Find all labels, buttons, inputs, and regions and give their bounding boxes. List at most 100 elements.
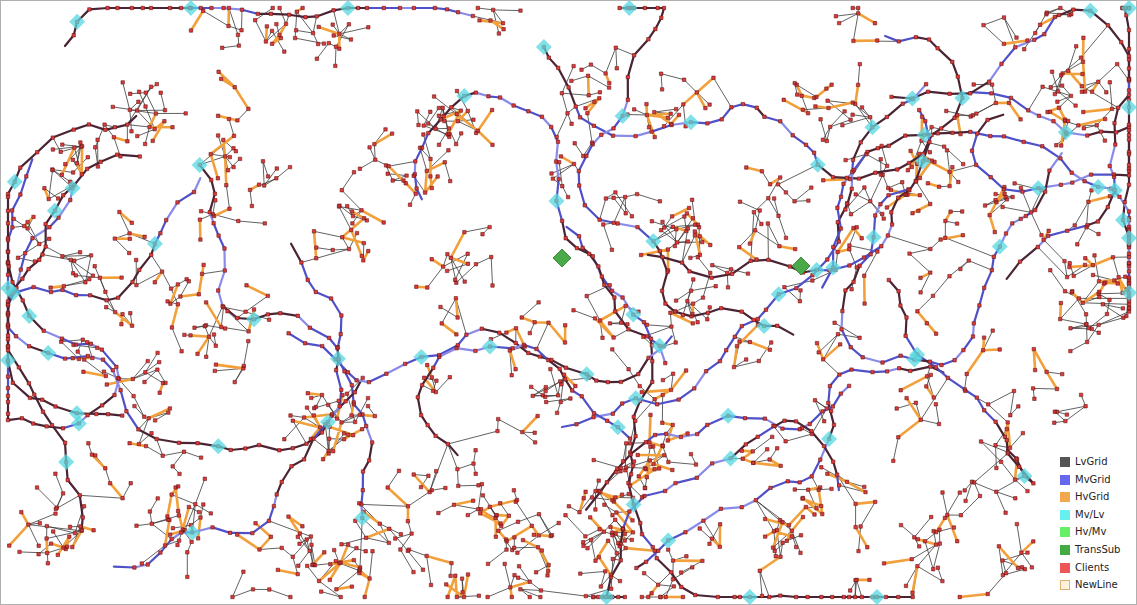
- mv-segment: [768, 260, 789, 267]
- mv-segment: [796, 275, 812, 288]
- mvlv-diamond: [1030, 180, 1046, 196]
- mv-segment: [875, 169, 897, 172]
- mv-segment: [386, 364, 405, 374]
- mv-segment: [1024, 142, 1043, 146]
- mvlv-diamond: [147, 236, 163, 252]
- mv-segment: [675, 478, 696, 483]
- mvlv-diamond: [626, 496, 642, 512]
- mv-segment: [157, 439, 179, 443]
- mv-segment: [780, 596, 796, 597]
- mv-segment: [8, 418, 22, 420]
- mv-segment: [340, 316, 343, 335]
- mv-segment: [369, 374, 386, 382]
- mv-segment: [178, 192, 195, 202]
- mv-segment: [74, 169, 87, 185]
- mvlv-diamond: [645, 233, 661, 249]
- mv-segment: [101, 155, 117, 162]
- legend-label: NewLine: [1075, 579, 1118, 591]
- mv-segment: [7, 223, 9, 238]
- mv-segment: [231, 448, 246, 450]
- mv-segment: [621, 529, 623, 544]
- mv-segment: [681, 587, 695, 595]
- mv-segment: [367, 7, 384, 9]
- mv-segment: [726, 337, 735, 350]
- mv-segment: [887, 104, 903, 117]
- legend-swatch: [1060, 563, 1070, 573]
- mvlv-diamond: [1107, 182, 1123, 198]
- mv-segment: [851, 370, 872, 373]
- mv-segment: [551, 127, 558, 142]
- mvlv-diamond: [5, 285, 21, 301]
- mv-segment: [1007, 262, 1020, 279]
- mv-segment: [12, 195, 20, 211]
- mvlv-diamond: [756, 318, 772, 334]
- mv-segment: [121, 390, 127, 411]
- legend-label: Clients: [1075, 562, 1109, 574]
- mv-segment: [883, 356, 901, 363]
- legend-swatch: [1060, 527, 1070, 537]
- mv-segment: [657, 400, 678, 405]
- mv-segment: [117, 7, 131, 9]
- mvlv-diamond: [1016, 468, 1032, 484]
- mv-segment: [282, 466, 292, 482]
- mv-segment: [466, 329, 481, 335]
- mv-segment: [694, 371, 706, 388]
- mv-segment: [952, 62, 958, 77]
- mv-segment: [25, 238, 32, 253]
- mv-segment: [910, 367, 930, 371]
- mv-segment: [482, 329, 500, 333]
- mv-segment: [331, 299, 341, 316]
- mvlv-diamond: [183, 0, 199, 16]
- mv-segment: [837, 475, 839, 491]
- mv-segment: [579, 156, 587, 171]
- mv-segment: [636, 132, 652, 136]
- mv-segment: [210, 194, 215, 212]
- mv-segment: [872, 370, 887, 373]
- legend-swatch: [1060, 580, 1070, 590]
- mv-segment: [898, 596, 912, 598]
- mvlv-diamond: [683, 114, 699, 130]
- mv-segment: [558, 68, 568, 87]
- mv-segment: [19, 367, 29, 383]
- mv-segment: [310, 328, 329, 338]
- mvlv-diamond: [320, 414, 336, 430]
- mv-segment: [1087, 132, 1101, 136]
- mvlv-diamond: [1090, 179, 1106, 195]
- mvlv-diamond: [184, 524, 200, 540]
- mv-segment: [166, 202, 177, 220]
- mvlv-diamond: [340, 0, 356, 16]
- mv-segment: [289, 333, 306, 343]
- mv-segment: [974, 305, 980, 323]
- mv-segment: [979, 288, 984, 306]
- mvlv-diamond: [723, 450, 739, 466]
- mv-segment: [1108, 25, 1121, 42]
- mvlv-diamond: [992, 239, 1008, 255]
- mv-segment: [706, 361, 720, 371]
- mv-segment: [580, 117, 594, 125]
- mv-segment: [579, 186, 585, 206]
- mvlv-diamond: [916, 127, 932, 143]
- mv-segment: [211, 180, 215, 194]
- mv-segment: [63, 290, 77, 295]
- mv-segment: [457, 348, 476, 351]
- legend-entry: Hv/Mv: [1058, 526, 1108, 538]
- mv-segment: [751, 259, 769, 262]
- mvlv-diamond: [1121, 0, 1137, 16]
- legend-entry: NewLine: [1058, 579, 1120, 591]
- mv-segment: [576, 417, 593, 424]
- mv-segment: [899, 291, 901, 305]
- mvlv-diamond: [1121, 230, 1137, 246]
- mv-segment: [126, 411, 138, 429]
- mv-segment: [76, 294, 90, 296]
- mv-segment: [1020, 247, 1038, 262]
- mvlv-diamond: [809, 262, 825, 278]
- mvlv-diamond: [1121, 99, 1137, 115]
- mv-segment: [280, 313, 298, 316]
- mv-segment: [662, 272, 667, 291]
- mvlv-diamond: [1058, 124, 1074, 140]
- mv-segment: [1002, 47, 1016, 64]
- mv-segment: [1110, 144, 1116, 166]
- transsub-stations: [553, 249, 810, 275]
